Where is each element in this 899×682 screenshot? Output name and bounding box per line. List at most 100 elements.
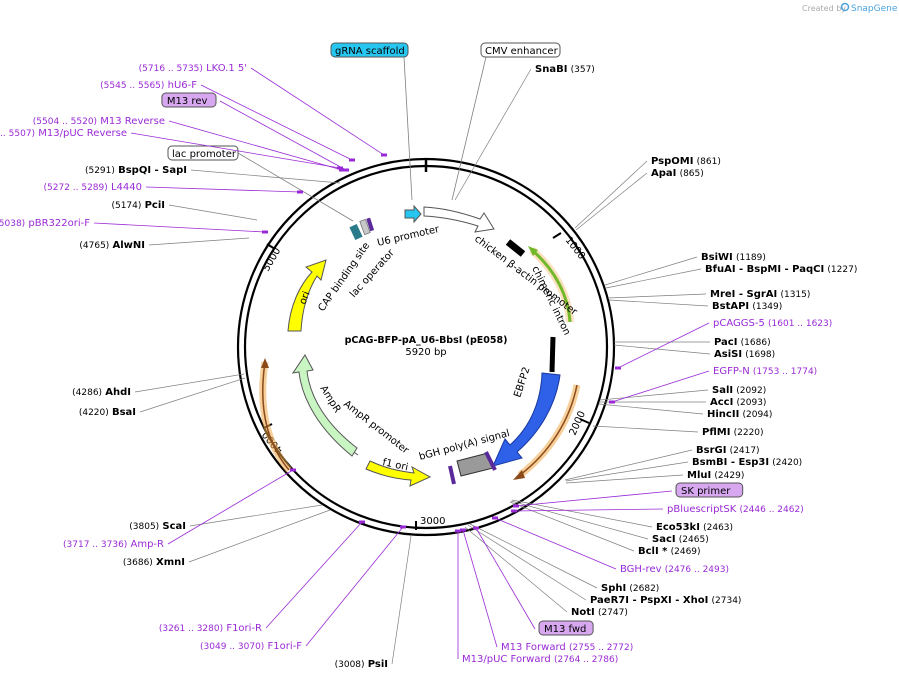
enzyme-site: MreI - SgrAI (1315) [607, 289, 810, 300]
enzyme-label: (3686) XmnI [123, 557, 185, 568]
enzyme-label: (3008) PsiI [335, 659, 388, 670]
enzyme-name: BclI * [638, 546, 668, 557]
primer-leader-line [611, 370, 710, 403]
primer-leader-line [475, 527, 536, 630]
enzyme-leader-line [608, 299, 709, 307]
primer-leader-line [93, 222, 266, 233]
enzyme-leader-line [510, 500, 649, 540]
ampr-primer-arrowhead [261, 358, 269, 368]
u6-promoter-label: U6 promoter [376, 224, 441, 249]
enzyme-name: PsiI [368, 659, 388, 670]
primer-label: pBluescriptSK (2446 .. 2462) [667, 504, 804, 515]
primer-tick [349, 158, 355, 162]
enzyme-leader-line [574, 160, 648, 229]
ampr-primer-halo [259, 361, 292, 473]
primer-site: (5485 .. 5507) M13/pUC Reverse [0, 128, 343, 170]
plasmid-size: 5920 bp [405, 347, 446, 358]
lac-promoter-feature [366, 217, 375, 232]
enzyme-site: HincII (2094) [598, 403, 772, 420]
primer-tick [337, 166, 343, 170]
feature-bar-black-2 [549, 336, 556, 373]
enzyme-position: (2092) [736, 386, 766, 396]
enzyme-leader-line [190, 169, 341, 184]
primer-label: BGH-rev (2476 .. 2493) [620, 564, 729, 575]
tick-label-1000: 1000 [563, 235, 587, 262]
enzyme-position: (2463) [703, 523, 733, 533]
primer-name: M13 Forward [501, 642, 566, 653]
primer-range: (1601 .. 1623) [768, 319, 832, 329]
enzyme-position: (2682) [629, 584, 659, 594]
primer-leader-line [168, 120, 343, 171]
chimeric-intron-arrowhead [528, 246, 538, 256]
primer-tick [359, 520, 365, 524]
primer-site: pBluescriptSK (2446 .. 2462) [511, 504, 804, 515]
primer-range: (2476 .. 2493) [665, 565, 729, 575]
enzyme-position: (1686) [741, 338, 771, 348]
enzyme-name: BspQI - SapI [118, 165, 187, 176]
primer-badge-box [538, 620, 594, 636]
enzyme-position: (5174) [111, 201, 141, 211]
feature-leader-lines [237, 56, 487, 222]
primer-site: M13 Forward (2755 .. 2772) [460, 528, 633, 653]
enzyme-position: (3805) [129, 522, 159, 532]
enzyme-position: (3008) [335, 660, 365, 670]
enzyme-label: SalI (2092) [712, 385, 766, 396]
enzyme-label: BsmBI - Esp3I (2420) [692, 457, 802, 468]
enzyme-leader-line [189, 504, 323, 527]
enzyme-leader-line [509, 501, 635, 552]
primer-site: EGFP-N (1753 .. 1774) [609, 366, 817, 404]
enzyme-position: (2093) [737, 398, 767, 408]
primer-label: (5019 .. 5038) pBR322ori-F [0, 218, 90, 229]
primer-name: pCAGGS-5 [713, 318, 765, 329]
primer-leader-line [145, 186, 301, 193]
ori-feature [287, 259, 327, 332]
svg-text:lac promoter: lac promoter [172, 149, 237, 160]
enzyme-leader-line [565, 461, 689, 482]
primer-name: M13/pUC Reverse [38, 128, 127, 139]
enzyme-name: SacI [652, 534, 676, 545]
primer-leader-line [130, 132, 341, 169]
enzyme-leader-line [598, 403, 704, 415]
primer-leader-line [265, 521, 363, 629]
grna-scaffold-label: gRNA scaffold [330, 42, 409, 58]
primer-site: (3717 .. 3736) Amp-R [63, 468, 296, 550]
f1-ori-label: f1 ori [381, 457, 409, 473]
enzyme-name: AccI [710, 397, 733, 408]
enzyme-site: (4765) AlwNI [79, 237, 250, 251]
enzyme-position: (1189) [736, 253, 766, 263]
cmv-enhancer-label: CMV enhancer [480, 42, 561, 58]
enzyme-position: (2429) [714, 471, 744, 481]
primer-range: (1753 .. 1774) [753, 367, 817, 377]
primer-label: (3261 .. 3280) F1ori-R [159, 623, 262, 634]
primer-leader-line [462, 529, 498, 648]
enzyme-label: AccI (2093) [710, 397, 766, 408]
snapgene-brand: Created by SnapGene [802, 2, 898, 14]
primer-label: (5504 .. 5520) M13 Reverse [33, 116, 165, 127]
enzyme-position: (1698) [745, 350, 775, 360]
primer-badge: M13 fwd [473, 526, 594, 636]
enzyme-label: SacI (2465) [652, 534, 709, 545]
primer-leader-line [250, 67, 385, 156]
enzyme-leader-line [464, 526, 568, 613]
primer-range: (5272 .. 5289) [44, 183, 108, 193]
enzyme-name: SalI [712, 385, 733, 396]
enzyme-name: PciI [145, 200, 165, 211]
primer-badge: SK primer [513, 482, 744, 508]
primer-site: (5272 .. 5289) L4440 [44, 182, 303, 194]
enzyme-label: ApaI (865) [651, 168, 704, 179]
primer-tick [513, 504, 519, 508]
primer-site: (5504 .. 5520) M13 Reverse [33, 116, 345, 172]
plasmid-name: pCAG-BFP-pA_U6-BbsI (pE058) [345, 335, 508, 346]
enzyme-position: (865) [680, 169, 704, 179]
primer-range: (5545 .. 5565) [100, 81, 164, 91]
primer-badge-box [675, 482, 744, 498]
enzyme-label: PacI (1686) [714, 337, 771, 348]
f1-ori-feature [365, 460, 432, 487]
primer-label: M13 Forward (2755 .. 2772) [501, 642, 633, 653]
enzyme-site: SnaBI (357) [454, 64, 595, 201]
enzyme-position: (2094) [742, 410, 772, 420]
primer-range: (2764 .. 2786) [554, 655, 618, 665]
site-annotations: SnaBI (357)PspOMI (861)ApaI (865)BsiWI (… [0, 63, 857, 670]
ebfp2-primer-line [519, 384, 578, 476]
